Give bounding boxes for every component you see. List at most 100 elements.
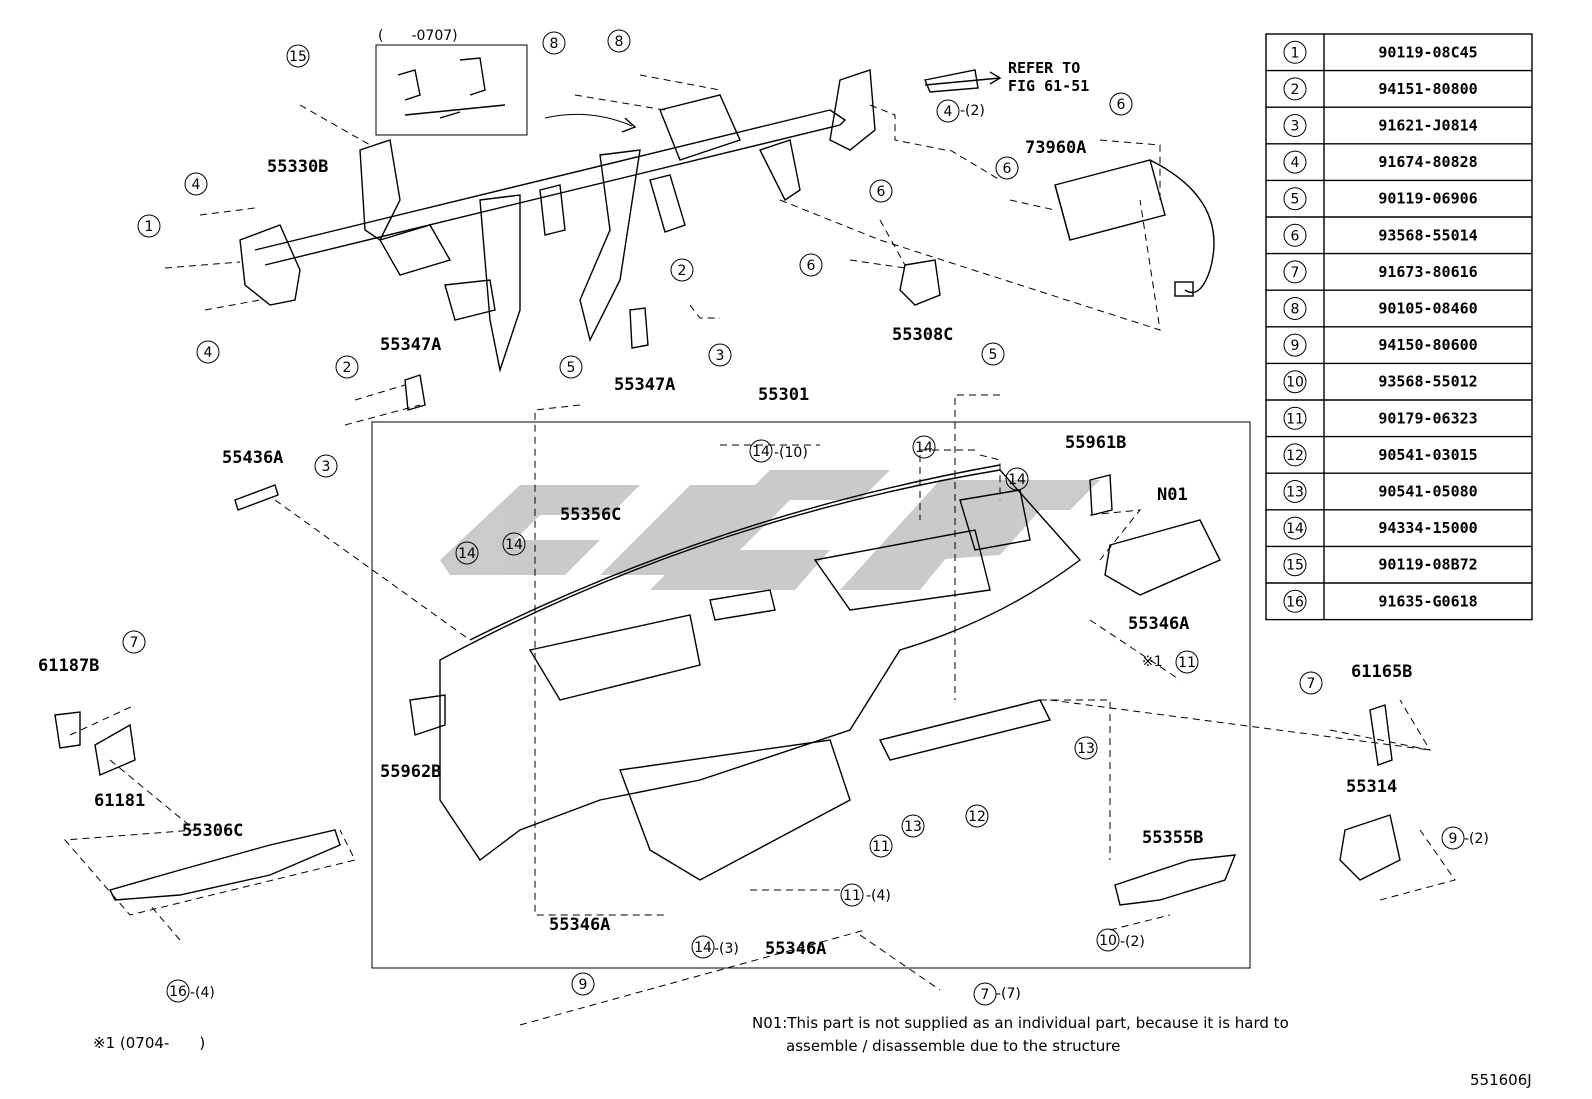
- callout-number-c4a: 4: [192, 177, 201, 193]
- parts-table-number: 16: [1286, 594, 1304, 610]
- label-55962B: 55962B: [380, 762, 441, 782]
- callout-circle-c6b: [995, 156, 1019, 180]
- callout-circle-c13b: [901, 814, 925, 838]
- instrument-panel-drawing: [439, 464, 1082, 881]
- parts-table-number-circle: [1283, 297, 1307, 320]
- parts-table-number-circle: [1283, 40, 1307, 64]
- callout-number-c5a: 5: [567, 360, 576, 376]
- label-55314: 55314: [1346, 777, 1397, 797]
- parts-table-number: 2: [1291, 82, 1300, 98]
- callout-number-c2b: 2: [343, 360, 352, 376]
- note-line-1: N01:This part is not supplied as an indi…: [752, 1014, 1289, 1032]
- callout-circle-c3b: [314, 454, 338, 478]
- callout-number-c8b: 8: [615, 34, 624, 50]
- callout-number-c13a: 13: [1077, 741, 1095, 757]
- label-55436A: 55436A: [222, 448, 283, 468]
- parts-table-part-number: 91621-J0814: [1378, 117, 1477, 135]
- callout-16-qty: -(4): [190, 985, 215, 1001]
- parts-table-number-circle: [1283, 589, 1307, 613]
- bracket-61187B-drawing: [54, 711, 81, 749]
- bracket-55314-drawing: [1339, 814, 1401, 881]
- label-55961B: 55961B: [1065, 433, 1126, 453]
- callout-circle-c4c: [936, 99, 960, 123]
- callout-circle-c14c: [1005, 467, 1029, 491]
- parts-table-number-circle: [1283, 406, 1307, 430]
- parts-table-part-number: 94334-15000: [1378, 519, 1477, 537]
- parts-table-part-number: 90119-06906: [1378, 190, 1477, 208]
- callout-number-c8a: 8: [550, 36, 559, 52]
- label-61187B: 61187B: [38, 656, 99, 676]
- callout-circle-c3a: [708, 343, 732, 367]
- parts-table-number-circle: [1283, 77, 1307, 101]
- label-55306C: 55306C: [182, 821, 243, 841]
- callout-circle-c2a: [670, 258, 694, 282]
- callout-number-c4b: 4: [204, 345, 213, 361]
- callout-circle-c16: [166, 979, 190, 1003]
- callout-circle-c7b: [1299, 671, 1323, 695]
- duct-55436A-drawing: [234, 484, 279, 511]
- label-55346A-bottom-left: 55346A: [549, 915, 610, 935]
- callout-circle-c9b: [1441, 826, 1465, 850]
- callout-number-c6d: 6: [807, 258, 816, 274]
- callout-circle-c6d: [799, 253, 823, 277]
- callout-number-c11a: 11: [1178, 655, 1196, 671]
- label-55347A-right: 55347A: [614, 375, 675, 395]
- label-55356C: 55356C: [560, 505, 621, 525]
- parts-table-number-circle: [1283, 443, 1307, 467]
- parts-table-number: 10: [1286, 375, 1304, 391]
- parts-table-part-number: 90119-08B72: [1378, 556, 1477, 574]
- callout-circle-c1: [137, 214, 161, 238]
- callout-number-c14f: 14: [694, 940, 712, 956]
- callout-number-c11b: 11: [872, 839, 890, 855]
- parts-table-number-circle: [1283, 480, 1307, 503]
- callout-circle-c14d: [455, 541, 479, 565]
- callout-circle-c4b: [196, 340, 220, 364]
- parts-table-number: 15: [1286, 558, 1304, 574]
- parts-table-number-circle: [1283, 333, 1307, 357]
- parts-table-part-number: 90119-08C45: [1378, 43, 1477, 61]
- parts-table-part-number: 90541-05080: [1378, 483, 1477, 501]
- callout-circle-c9a: [571, 972, 595, 996]
- cover-55355B-drawing: [1114, 854, 1237, 906]
- label-55346A-bottom: 55346A: [765, 939, 826, 959]
- parts-table-number: 1: [1291, 45, 1300, 61]
- parts-table-number: 12: [1286, 448, 1304, 464]
- parts-table-number: 8: [1291, 302, 1300, 318]
- callout-number-c15: 15: [289, 49, 307, 65]
- label-61165B: 61165B: [1351, 662, 1412, 682]
- callout-circle-c10: [1096, 928, 1120, 952]
- parts-table-number-circle: [1283, 553, 1307, 577]
- parts-table-part-number: 94150-80600: [1378, 336, 1477, 354]
- parts-table-number-circle: [1283, 223, 1307, 247]
- parts-table-part-number: 90541-03015: [1378, 446, 1477, 464]
- callout-circle-c11b: [869, 834, 893, 858]
- airbag-73960A-drawing: [1054, 159, 1215, 297]
- parts-table-part-number: 91635-G0618: [1378, 592, 1477, 610]
- glove-box-N01-drawing: [1104, 519, 1221, 596]
- refer-text-line2: FIG 61-51: [1008, 77, 1089, 95]
- inset-box: [375, 44, 528, 136]
- inset-arrow: [544, 113, 633, 127]
- bracket-61165B-drawing: [1369, 704, 1393, 766]
- label-55355B: 55355B: [1142, 828, 1203, 848]
- parts-table-number-circle: [1283, 150, 1307, 174]
- parts-table-part-number: 94151-80800: [1378, 80, 1477, 98]
- callout-circle-c4a: [184, 172, 208, 196]
- diagram-code: 551606J: [1470, 1071, 1532, 1089]
- callout-9b-qty: -(2): [1464, 831, 1489, 847]
- callout-circle-c8a: [542, 31, 566, 55]
- parts-table-number-circle: [1283, 516, 1307, 540]
- note-line-2: assemble / disassemble due to the struct…: [786, 1037, 1120, 1055]
- label-55330B: 55330B: [267, 157, 328, 177]
- footnote-symbol: ※1 (0704- ): [93, 1034, 205, 1052]
- callout-number-c14b: 14: [915, 440, 933, 456]
- callout-7c-qty: -(7): [996, 986, 1021, 1002]
- instrument-panel-box: [371, 421, 1251, 969]
- label-61181: 61181: [94, 791, 145, 811]
- watermark-logo: [440, 470, 1100, 590]
- callout-10-qty: -(2): [1120, 934, 1145, 950]
- label-55308C: 55308C: [892, 325, 953, 345]
- callout-circle-c14a: [749, 439, 773, 463]
- bracket-55962B-drawing: [409, 694, 446, 736]
